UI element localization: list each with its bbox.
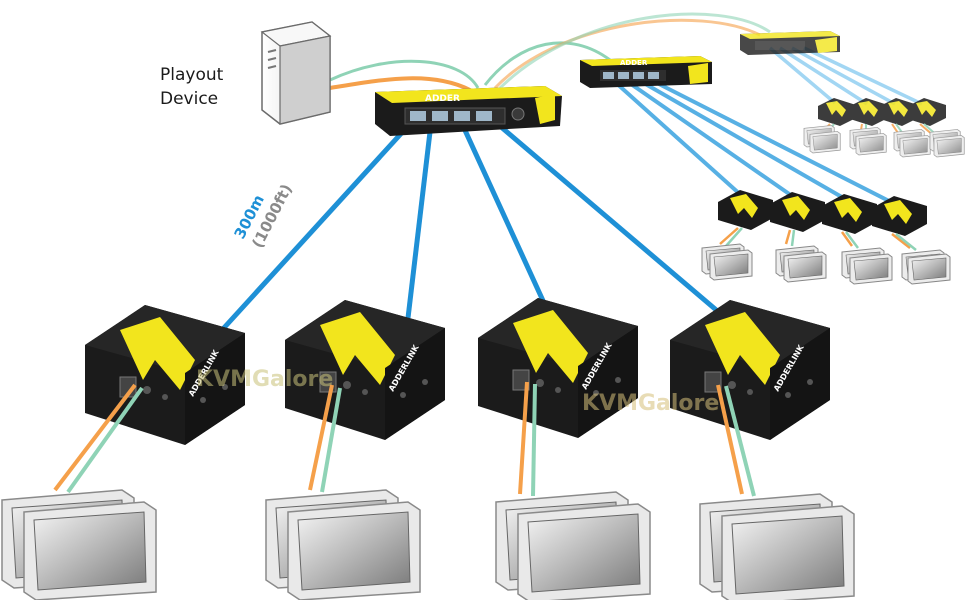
playout-device-icon <box>260 21 332 125</box>
display-pair-1 <box>1 489 157 600</box>
watermark: KVMGalore <box>196 367 333 392</box>
receiver-2: ADDERLINK <box>284 299 446 441</box>
main-transmitter-brand: ADDER <box>425 94 460 104</box>
cable-chain-3 <box>498 12 771 90</box>
secondary-transmitter-brand: ADDER <box>620 59 648 67</box>
display-cables <box>53 381 756 497</box>
cable-blue-3 <box>455 113 553 318</box>
secondary-transmitter-1: ADDER <box>580 56 712 88</box>
cable-blue-1 <box>220 113 420 332</box>
secondary-transmitter-2 <box>740 31 840 55</box>
secondary-row-1 <box>701 190 951 285</box>
receiver-4: ADDERLINK <box>669 299 831 441</box>
secondary-row-2 <box>803 98 965 158</box>
cable-playout-green <box>329 59 480 89</box>
cable-blue-4 <box>485 113 730 322</box>
display-pair-4 <box>699 493 855 600</box>
display-pair-3 <box>495 491 651 600</box>
main-transmitter: ADDER <box>375 86 562 136</box>
secondary-cables-1 <box>613 80 896 206</box>
receiver-3: ADDERLINK <box>477 297 639 439</box>
watermark: KVMGalore <box>582 391 719 416</box>
display-pair-2 <box>265 489 421 600</box>
cable-playout-orange <box>329 76 471 92</box>
secondary-cables-2 <box>768 46 923 106</box>
playout-label-line1: Playout <box>160 65 224 85</box>
playout-label-line2: Device <box>160 89 218 109</box>
cable-blue-2 <box>405 114 435 319</box>
cable-chain-2 <box>493 18 761 90</box>
cable-chain-1 <box>483 41 611 86</box>
receiver-1: ADDERLINK <box>84 304 246 446</box>
